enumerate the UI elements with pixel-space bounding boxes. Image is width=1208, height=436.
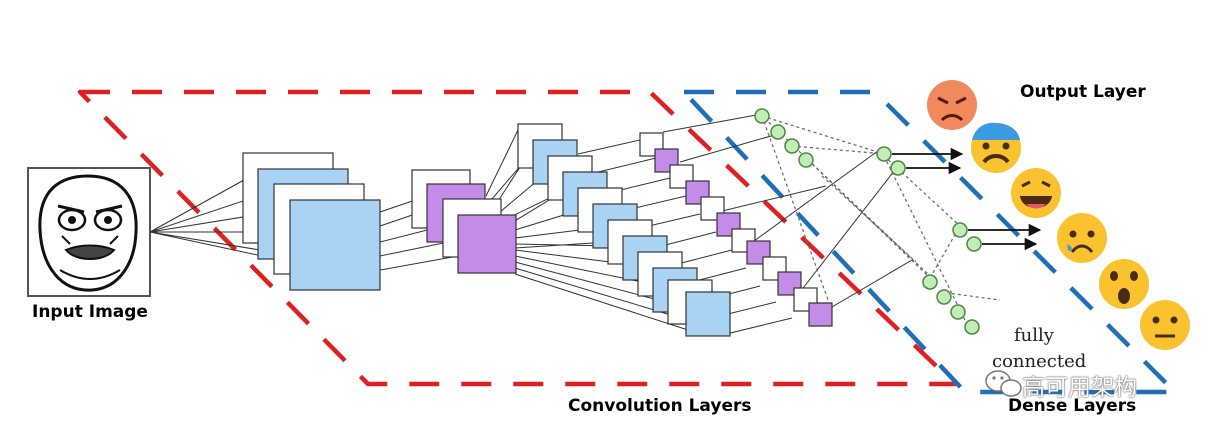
dense-connections (759, 113, 1001, 323)
pool-stage-1 (411, 169, 517, 274)
input-image-label: Input Image (32, 302, 148, 322)
watermark-text: 高可用架构 (1022, 375, 1137, 401)
connection-lines (149, 113, 913, 337)
pool-stage-2 (639, 132, 833, 327)
convolution-layers-label: Convolution Layers (568, 396, 752, 416)
output-layer-label: Output Layer (1020, 82, 1146, 102)
surprised-emoji-icon (1099, 259, 1149, 309)
wechat-icon (985, 370, 1022, 397)
neutral-emoji-icon (1140, 300, 1190, 350)
conv-stage-2 (517, 123, 731, 337)
input-image (27, 167, 151, 297)
sad-emoji-icon (1057, 213, 1107, 263)
dense-neurons (754, 108, 982, 335)
dense-layers-label: Dense Layers (1008, 396, 1137, 416)
connected-label: connected (992, 351, 1087, 372)
meme-face-icon (38, 174, 138, 292)
fully-label: fully (1014, 325, 1054, 346)
dense-region-outline (681, 89, 1178, 395)
conv-stage-1 (242, 152, 381, 291)
scared-emoji-icon (971, 122, 1021, 173)
output-arrows (892, 147, 1042, 251)
angry-emoji-icon (927, 80, 977, 130)
laughing-emoji-icon (1011, 168, 1061, 218)
